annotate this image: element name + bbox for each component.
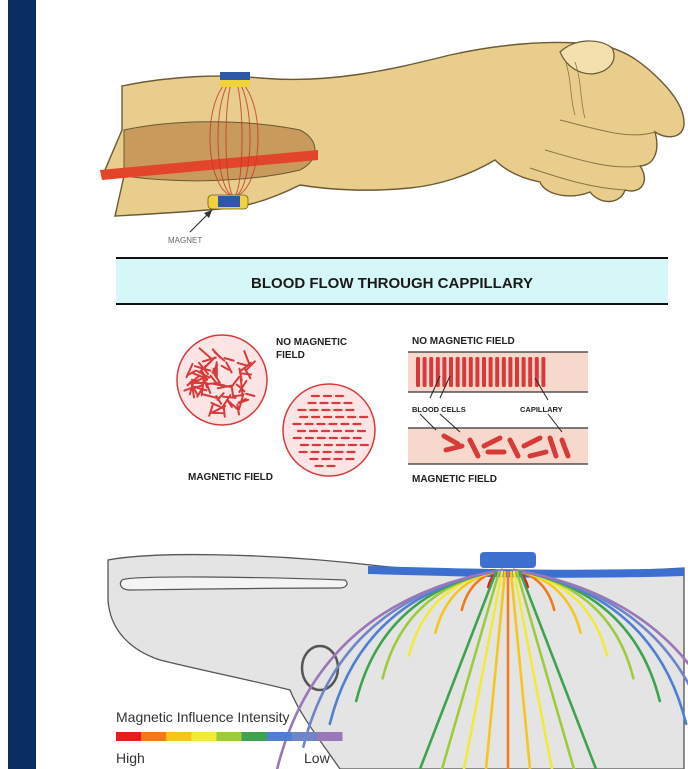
legend-swatch <box>141 732 167 741</box>
legend-swatch <box>191 732 217 741</box>
cell-circle-random <box>177 335 267 425</box>
blood-cell <box>508 357 512 387</box>
blood-cell <box>442 357 446 387</box>
legend-swatch <box>116 732 142 741</box>
legend-swatch <box>267 732 293 741</box>
blood-cell <box>456 357 460 387</box>
blood-cell <box>489 357 493 387</box>
legend-swatch <box>317 732 343 741</box>
blood-cell <box>462 357 466 387</box>
no-field-label-right: NO MAGNETIC FIELD <box>412 336 515 347</box>
blood-cell <box>436 357 440 387</box>
legend-high-label: High <box>116 750 145 766</box>
finger-nail <box>120 577 347 590</box>
blood-cell <box>482 357 486 387</box>
legend-low-label: Low <box>304 750 331 766</box>
blood-cell <box>240 373 251 374</box>
legend-title: Magnetic Influence Intensity <box>116 709 290 725</box>
cell-circle-aligned <box>283 384 375 476</box>
blood-cell <box>232 388 233 397</box>
finger-magnet <box>480 552 536 568</box>
wrist-illustration: MAGNET <box>100 41 684 245</box>
blood-cell <box>541 357 545 387</box>
blood-cell <box>423 357 427 387</box>
legend-swatch <box>292 732 318 741</box>
blood-cell <box>475 357 479 387</box>
blood-cell <box>449 357 453 387</box>
blood-cell <box>522 357 526 387</box>
blood-cell <box>223 397 236 398</box>
blood-cells-label: BLOOD CELLS <box>412 405 466 414</box>
capillary-banner: BLOOD FLOW THROUGH CAPPILLARY <box>116 258 668 304</box>
blood-cell <box>469 357 473 387</box>
legend-color-bar <box>116 732 343 741</box>
no-field-label-2: FIELD <box>276 350 305 361</box>
blood-cell <box>528 357 532 387</box>
magnet-label: MAGNET <box>168 236 202 245</box>
blood-cell <box>515 357 519 387</box>
legend-swatch <box>216 732 242 741</box>
capillary-label: CAPILLARY <box>520 405 563 414</box>
magnetic-field-label-left: MAGNETIC FIELD <box>188 472 273 483</box>
blood-cell <box>495 357 499 387</box>
legend-swatch <box>242 732 268 741</box>
blood-cell <box>416 357 420 387</box>
legend-swatch <box>166 732 192 741</box>
no-field-label-1: NO MAGNETIC <box>276 337 347 348</box>
capillary-magnetic-field <box>408 428 588 464</box>
blood-cell <box>502 357 506 387</box>
banner-title: BLOOD FLOW THROUGH CAPPILLARY <box>251 275 533 292</box>
magnetic-field-label-right: MAGNETIC FIELD <box>412 474 497 485</box>
blood-cell <box>429 357 433 387</box>
